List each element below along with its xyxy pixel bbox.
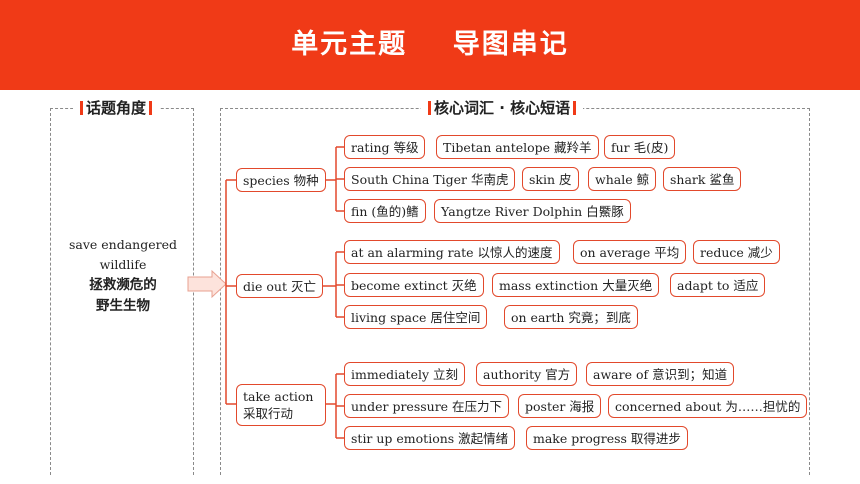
- topic-panel-title: 话题角度: [86, 99, 147, 117]
- vocab-item: rating 等级: [344, 135, 426, 159]
- vocab-panel: 核心词汇 · 核心短语: [220, 97, 810, 475]
- vocab-item: become extinct 灭绝: [344, 273, 484, 297]
- topic-english: save endangered wildlife: [68, 237, 178, 272]
- vocab-item: Yangtze River Dolphin 白鱀豚: [434, 199, 631, 223]
- vocab-item: shark 鲨鱼: [663, 167, 742, 191]
- vocab-item: make progress 取得进步: [526, 426, 688, 450]
- vocab-item: poster 海报: [518, 394, 602, 418]
- vocab-item: South China Tiger 华南虎: [344, 167, 516, 191]
- vocab-item: adapt to 适应: [670, 273, 766, 297]
- topic-panel-title-wrap: 话题角度: [73, 97, 160, 118]
- topic-chinese: 拯救濒危的野生生物: [89, 277, 157, 314]
- vocab-item: Tibetan antelope 藏羚羊: [436, 135, 599, 159]
- vocab-item: aware of 意识到；知道: [586, 362, 735, 386]
- page-title: 单元主题 导图串记: [291, 29, 569, 60]
- title-mark-icon: [149, 101, 153, 115]
- vocab-item: immediately 立刻: [344, 362, 466, 386]
- header-banner: 单元主题 导图串记: [0, 0, 860, 90]
- vocab-item: fur 毛(皮): [604, 135, 676, 159]
- category-species: species 物种: [236, 168, 326, 192]
- vocab-item: stir up emotions 激起情绪: [344, 426, 516, 450]
- vocab-item: authority 官方: [476, 362, 578, 386]
- vocab-panel-title-wrap: 核心词汇 · 核心短语: [421, 97, 584, 118]
- vocab-item: living space 居住空间: [344, 305, 488, 329]
- category-take-action-label: take action 采取行动: [243, 389, 314, 421]
- vocab-item: at an alarming rate 以惊人的速度: [344, 240, 560, 264]
- vocab-item: on earth 究竟；到底: [504, 305, 638, 329]
- arrow-icon: [187, 269, 227, 299]
- vocab-item: on average 平均: [573, 240, 687, 264]
- category-die-out: die out 灭亡: [236, 274, 323, 298]
- vocab-item: under pressure 在压力下: [344, 394, 510, 418]
- vocab-item: whale 鲸: [588, 167, 657, 191]
- vocab-item: skin 皮: [522, 167, 579, 191]
- title-mark-icon: [573, 101, 577, 115]
- vocab-panel-title: 核心词汇 · 核心短语: [434, 99, 571, 117]
- topic-text: save endangered wildlife 拯救濒危的野生生物: [48, 235, 198, 317]
- title-mark-icon: [428, 101, 431, 115]
- category-take-action: take action 采取行动: [236, 384, 326, 426]
- vocab-item: fin (鱼的)鳍: [344, 199, 426, 223]
- vocab-item: concerned about 为……担忧的: [608, 394, 808, 418]
- title-mark-icon: [80, 101, 83, 115]
- topic-panel: 话题角度: [50, 97, 194, 475]
- vocab-item: reduce 减少: [693, 240, 780, 264]
- vocab-item: mass extinction 大量灭绝: [492, 273, 660, 297]
